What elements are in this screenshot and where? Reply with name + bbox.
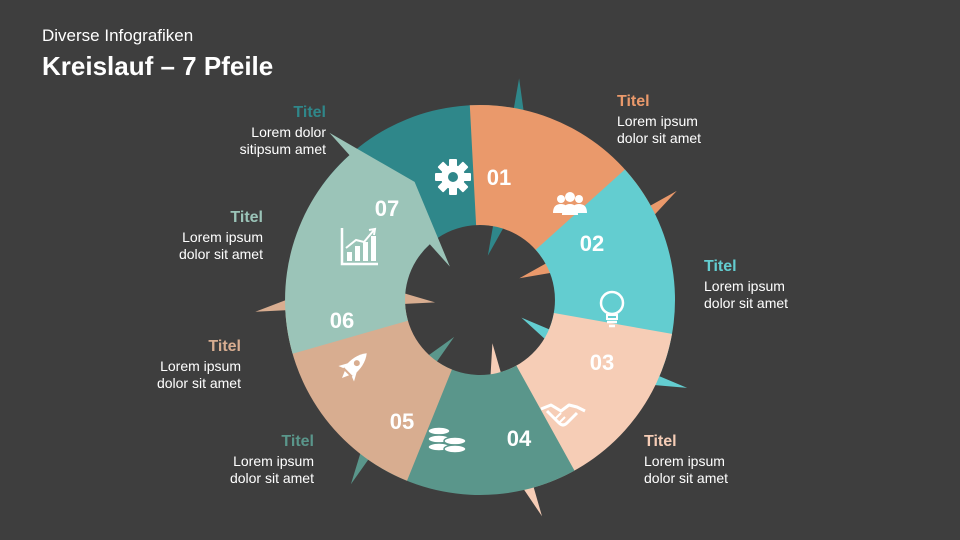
handshake-icon <box>540 403 586 427</box>
step-number-03: 03 <box>590 350 614 375</box>
step-text-03: Lorem ipsum dolor sit amet <box>704 278 789 311</box>
step-label-07: Titel Lorem ipsum dolor sit amet <box>163 209 263 263</box>
step-number-07: 07 <box>375 196 399 221</box>
growth-chart-icon <box>340 227 378 266</box>
step-label-04: Titel Lorem ipsum dolor sit amet <box>644 433 744 487</box>
lightbulb-icon <box>599 290 625 328</box>
step-text-05: Lorem ipsum dolor sit amet <box>229 453 314 486</box>
step-label-06: Titel Lorem ipsum dolor sit amet <box>141 338 241 392</box>
step-text-01: Lorem dolor sitipsum amet <box>239 124 326 157</box>
rocket-icon <box>338 353 367 382</box>
step-label-02: Titel Lorem ipsum dolor sit amet <box>617 93 717 147</box>
step-label-03: Titel Lorem ipsum dolor sit amet <box>704 258 804 312</box>
step-title-04: Titel <box>644 433 677 450</box>
step-label-01: Titel Lorem dolor sitipsum amet <box>226 104 326 158</box>
page-title: Kreislauf – 7 Pfeile <box>42 51 274 81</box>
coins-icon <box>427 426 467 454</box>
step-text-07: Lorem ipsum dolor sit amet <box>178 229 263 262</box>
step-title-05: Titel <box>281 433 314 450</box>
step-number-01: 01 <box>487 165 511 190</box>
step-number-04: 04 <box>507 426 532 451</box>
subtitle: Diverse Infografiken <box>42 26 194 45</box>
step-text-04: Lorem ipsum dolor sit amet <box>644 453 729 486</box>
step-text-06: Lorem ipsum dolor sit amet <box>156 358 241 391</box>
step-number-05: 05 <box>390 409 414 434</box>
step-number-02: 02 <box>580 231 604 256</box>
step-title-01: Titel <box>293 104 326 121</box>
step-label-05: Titel Lorem ipsum dolor sit amet <box>214 433 314 487</box>
step-text-02: Lorem ipsum dolor sit amet <box>617 113 702 146</box>
step-title-06: Titel <box>208 338 241 355</box>
people-icon <box>553 192 587 215</box>
step-title-02: Titel <box>617 93 650 110</box>
step-title-03: Titel <box>704 258 737 275</box>
gear-icon <box>435 159 471 195</box>
step-number-06: 06 <box>330 308 354 333</box>
step-title-07: Titel <box>230 209 263 226</box>
